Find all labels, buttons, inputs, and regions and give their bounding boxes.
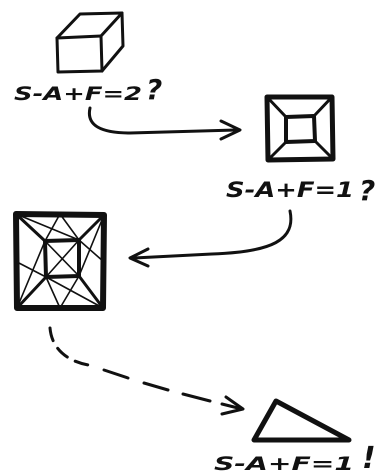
triangulated-square-drawing: [13, 211, 107, 311]
question-mark-square: ?: [359, 174, 375, 207]
formula-square-with-hole: S-A+F=1: [226, 178, 354, 202]
arrow-square-to-triangulated: [128, 209, 293, 268]
arrow-cube-to-square: [87, 106, 242, 141]
arrow-triangulated-to-triangle: [48, 326, 245, 416]
formula-cube: S-A+F=2: [14, 83, 142, 105]
triangle-drawing: [251, 398, 352, 443]
cube-drawing: [55, 11, 125, 74]
question-mark-cube: ?: [146, 73, 162, 106]
exclamation-mark-triangle: !: [362, 441, 376, 474]
square-with-hole-drawing: [264, 94, 336, 163]
formula-triangle: S-A+F=1: [214, 453, 354, 474]
